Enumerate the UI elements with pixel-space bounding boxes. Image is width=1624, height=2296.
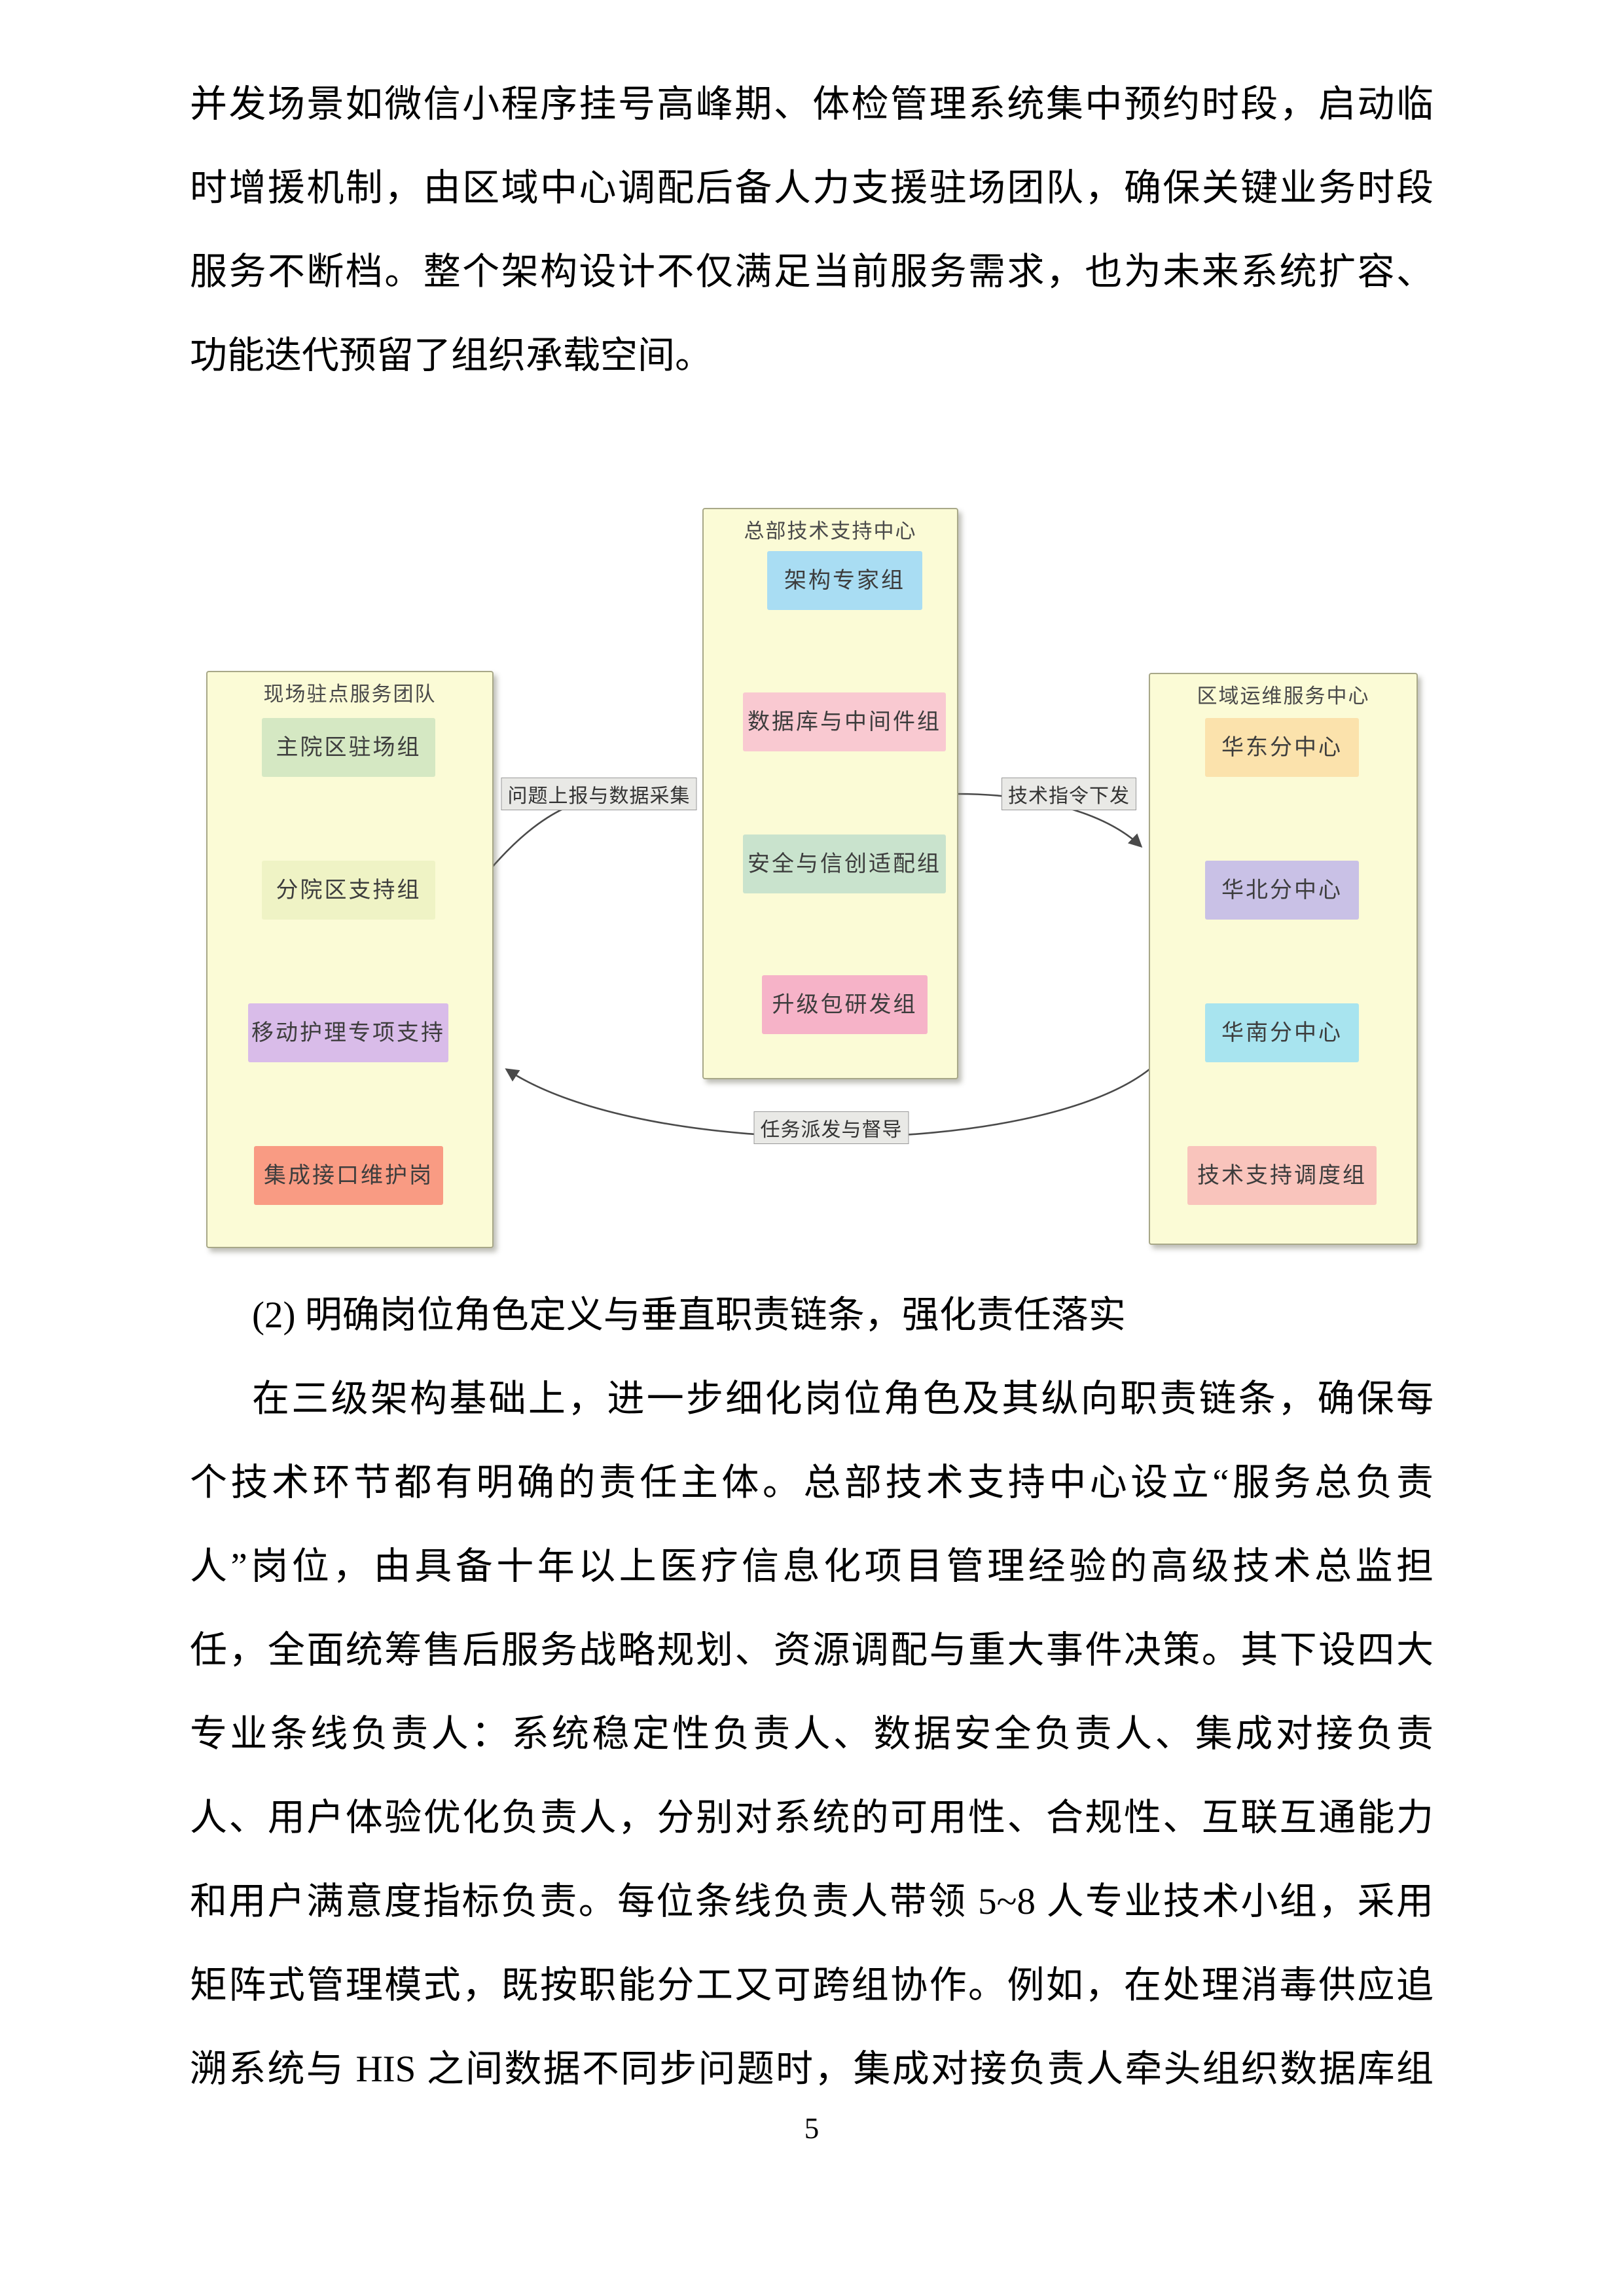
body-line: 功能迭代预留了组织承载空间。 bbox=[190, 335, 712, 376]
node-main-campus-resident-group: 主院区驻场组 bbox=[262, 718, 435, 777]
node-security-xinchuang-adaptation-group: 安全与信创适配组 bbox=[743, 834, 946, 893]
section-text: (2) 明确岗位角色定义与垂直职责链条，强化责任落实 在三级架构基础上，进一步细… bbox=[190, 1274, 1434, 2111]
node-east-china-subcenter: 华东分中心 bbox=[1205, 718, 1359, 777]
node-mobile-nursing-special-support: 移动护理专项支持 bbox=[248, 1003, 448, 1062]
body-line: 个技术环节都有明确的责任主体。总部技术支持中心设立“服务总负责 bbox=[190, 1462, 1434, 1503]
group-title: 总部技术支持中心 bbox=[744, 520, 917, 543]
body-line: 矩阵式管理模式，既按职能分工又可跨组协作。例如，在处理消毒供应追 bbox=[190, 1965, 1434, 2006]
page-number: 5 bbox=[804, 2112, 820, 2145]
body-line: 并发场景如微信小程序挂号高峰期、体检管理系统集中预约时段，启动临 bbox=[190, 84, 1434, 125]
body-line: 和用户满意度指标负责。每位条线负责人带领 5~8 人专业技术小组，采用 bbox=[190, 1881, 1434, 1922]
node-tech-support-dispatch-group: 技术支持调度组 bbox=[1187, 1146, 1377, 1205]
section-heading: (2) 明确岗位角色定义与垂直职责链条，强化责任落实 bbox=[252, 1295, 1126, 1336]
body-line: 专业条线负责人：系统稳定性负责人、数据安全负责人、集成对接负责 bbox=[190, 1713, 1434, 1755]
body-line: 服务不断档。整个架构设计不仅满足当前服务需求，也为未来系统扩容、 bbox=[190, 251, 1434, 293]
body-line: 人、用户体验优化负责人，分别对系统的可用性、合规性、互联互通能力 bbox=[190, 1797, 1434, 1839]
body-line: 任，全面统筹售后服务战略规划、资源调配与重大事件决策。其下设四大 bbox=[190, 1630, 1434, 1671]
paragraph-top: 并发场景如微信小程序挂号高峰期、体检管理系统集中预约时段，启动临 时增援机制，由… bbox=[190, 63, 1434, 398]
group-title: 现场驻点服务团队 bbox=[263, 683, 437, 706]
node-branch-campus-support-group: 分院区支持组 bbox=[262, 861, 435, 920]
body-line: 时增援机制，由区域中心调配后备人力支援驻场团队，确保关键业务时段 bbox=[190, 168, 1434, 209]
body-line: 在三级架构基础上，进一步细化岗位角色及其纵向职责链条，确保每 bbox=[252, 1378, 1434, 1420]
edge-label-task-dispatch-and-supervision: 任务派发与督导 bbox=[753, 1111, 909, 1144]
group-title: 区域运维服务中心 bbox=[1197, 685, 1370, 708]
body-line: 溯系统与 HIS 之间数据不同步问题时，集成对接负责人牵头组织数据库组 bbox=[190, 2049, 1434, 2090]
node-north-china-subcenter: 华北分中心 bbox=[1205, 861, 1359, 920]
node-architecture-expert-group: 架构专家组 bbox=[767, 551, 922, 610]
node-upgrade-package-rd-group: 升级包研发组 bbox=[762, 975, 928, 1034]
node-south-china-subcenter: 华南分中心 bbox=[1205, 1003, 1359, 1062]
node-integration-interface-maintenance-post: 集成接口维护岗 bbox=[254, 1146, 443, 1205]
node-database-middleware-group: 数据库与中间件组 bbox=[743, 692, 946, 751]
edge-label-tech-instruction-issuance: 技术指令下发 bbox=[1001, 778, 1136, 810]
body-line: 人”岗位，由具备十年以上医疗信息化项目管理经验的高级技术总监担 bbox=[190, 1546, 1434, 1587]
edge-label-problem-reporting-and-data-collection: 问题上报与数据采集 bbox=[501, 778, 697, 810]
